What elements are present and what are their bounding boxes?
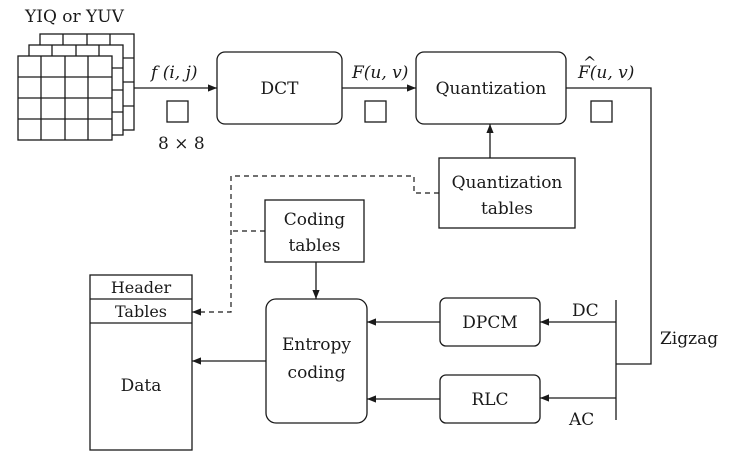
block-size-label: 8 × 8: [158, 134, 205, 154]
entropy-coding-block: [265, 298, 368, 424]
coding-tables-label-line2: tables: [288, 236, 340, 256]
block-square-dct: [364, 100, 387, 123]
rlc-label: RLC: [471, 390, 508, 410]
entropy-label-line1: Entropy: [282, 335, 351, 355]
coding-tables-label-line1: Coding: [284, 210, 346, 230]
quantization-tables-label-line1: Quantization: [452, 173, 563, 193]
color-space-label: YIQ or YUV: [24, 7, 125, 27]
quantized-signal-label: F(u, v): [577, 63, 634, 83]
quantization-label: Quantization: [436, 79, 547, 99]
image-planes-stack: [17, 33, 135, 141]
dpcm-label: DPCM: [462, 313, 517, 333]
block-square-quantized: [590, 100, 613, 123]
block-square-input: [166, 100, 189, 123]
spatial-signal-label: f (i, j): [149, 63, 197, 83]
output-tables-label: Tables: [115, 302, 167, 321]
ac-label: AC: [568, 410, 594, 430]
dc-label: DC: [572, 301, 599, 321]
zigzag-label: Zigzag: [660, 329, 718, 349]
output-bitstream: [89, 274, 193, 451]
output-header-label: Header: [111, 278, 172, 297]
dashed-qtables-to-output: [192, 175, 439, 316]
dct-label: DCT: [261, 79, 300, 99]
zigzag-output-line: [566, 87, 652, 365]
output-data-label: Data: [121, 376, 162, 396]
quantized-hat-mark: ^: [583, 53, 596, 72]
quantization-tables-label-line2: tables: [481, 199, 533, 219]
entropy-label-line2: coding: [288, 363, 346, 383]
dct-coeff-label: F(u, v): [351, 63, 408, 83]
